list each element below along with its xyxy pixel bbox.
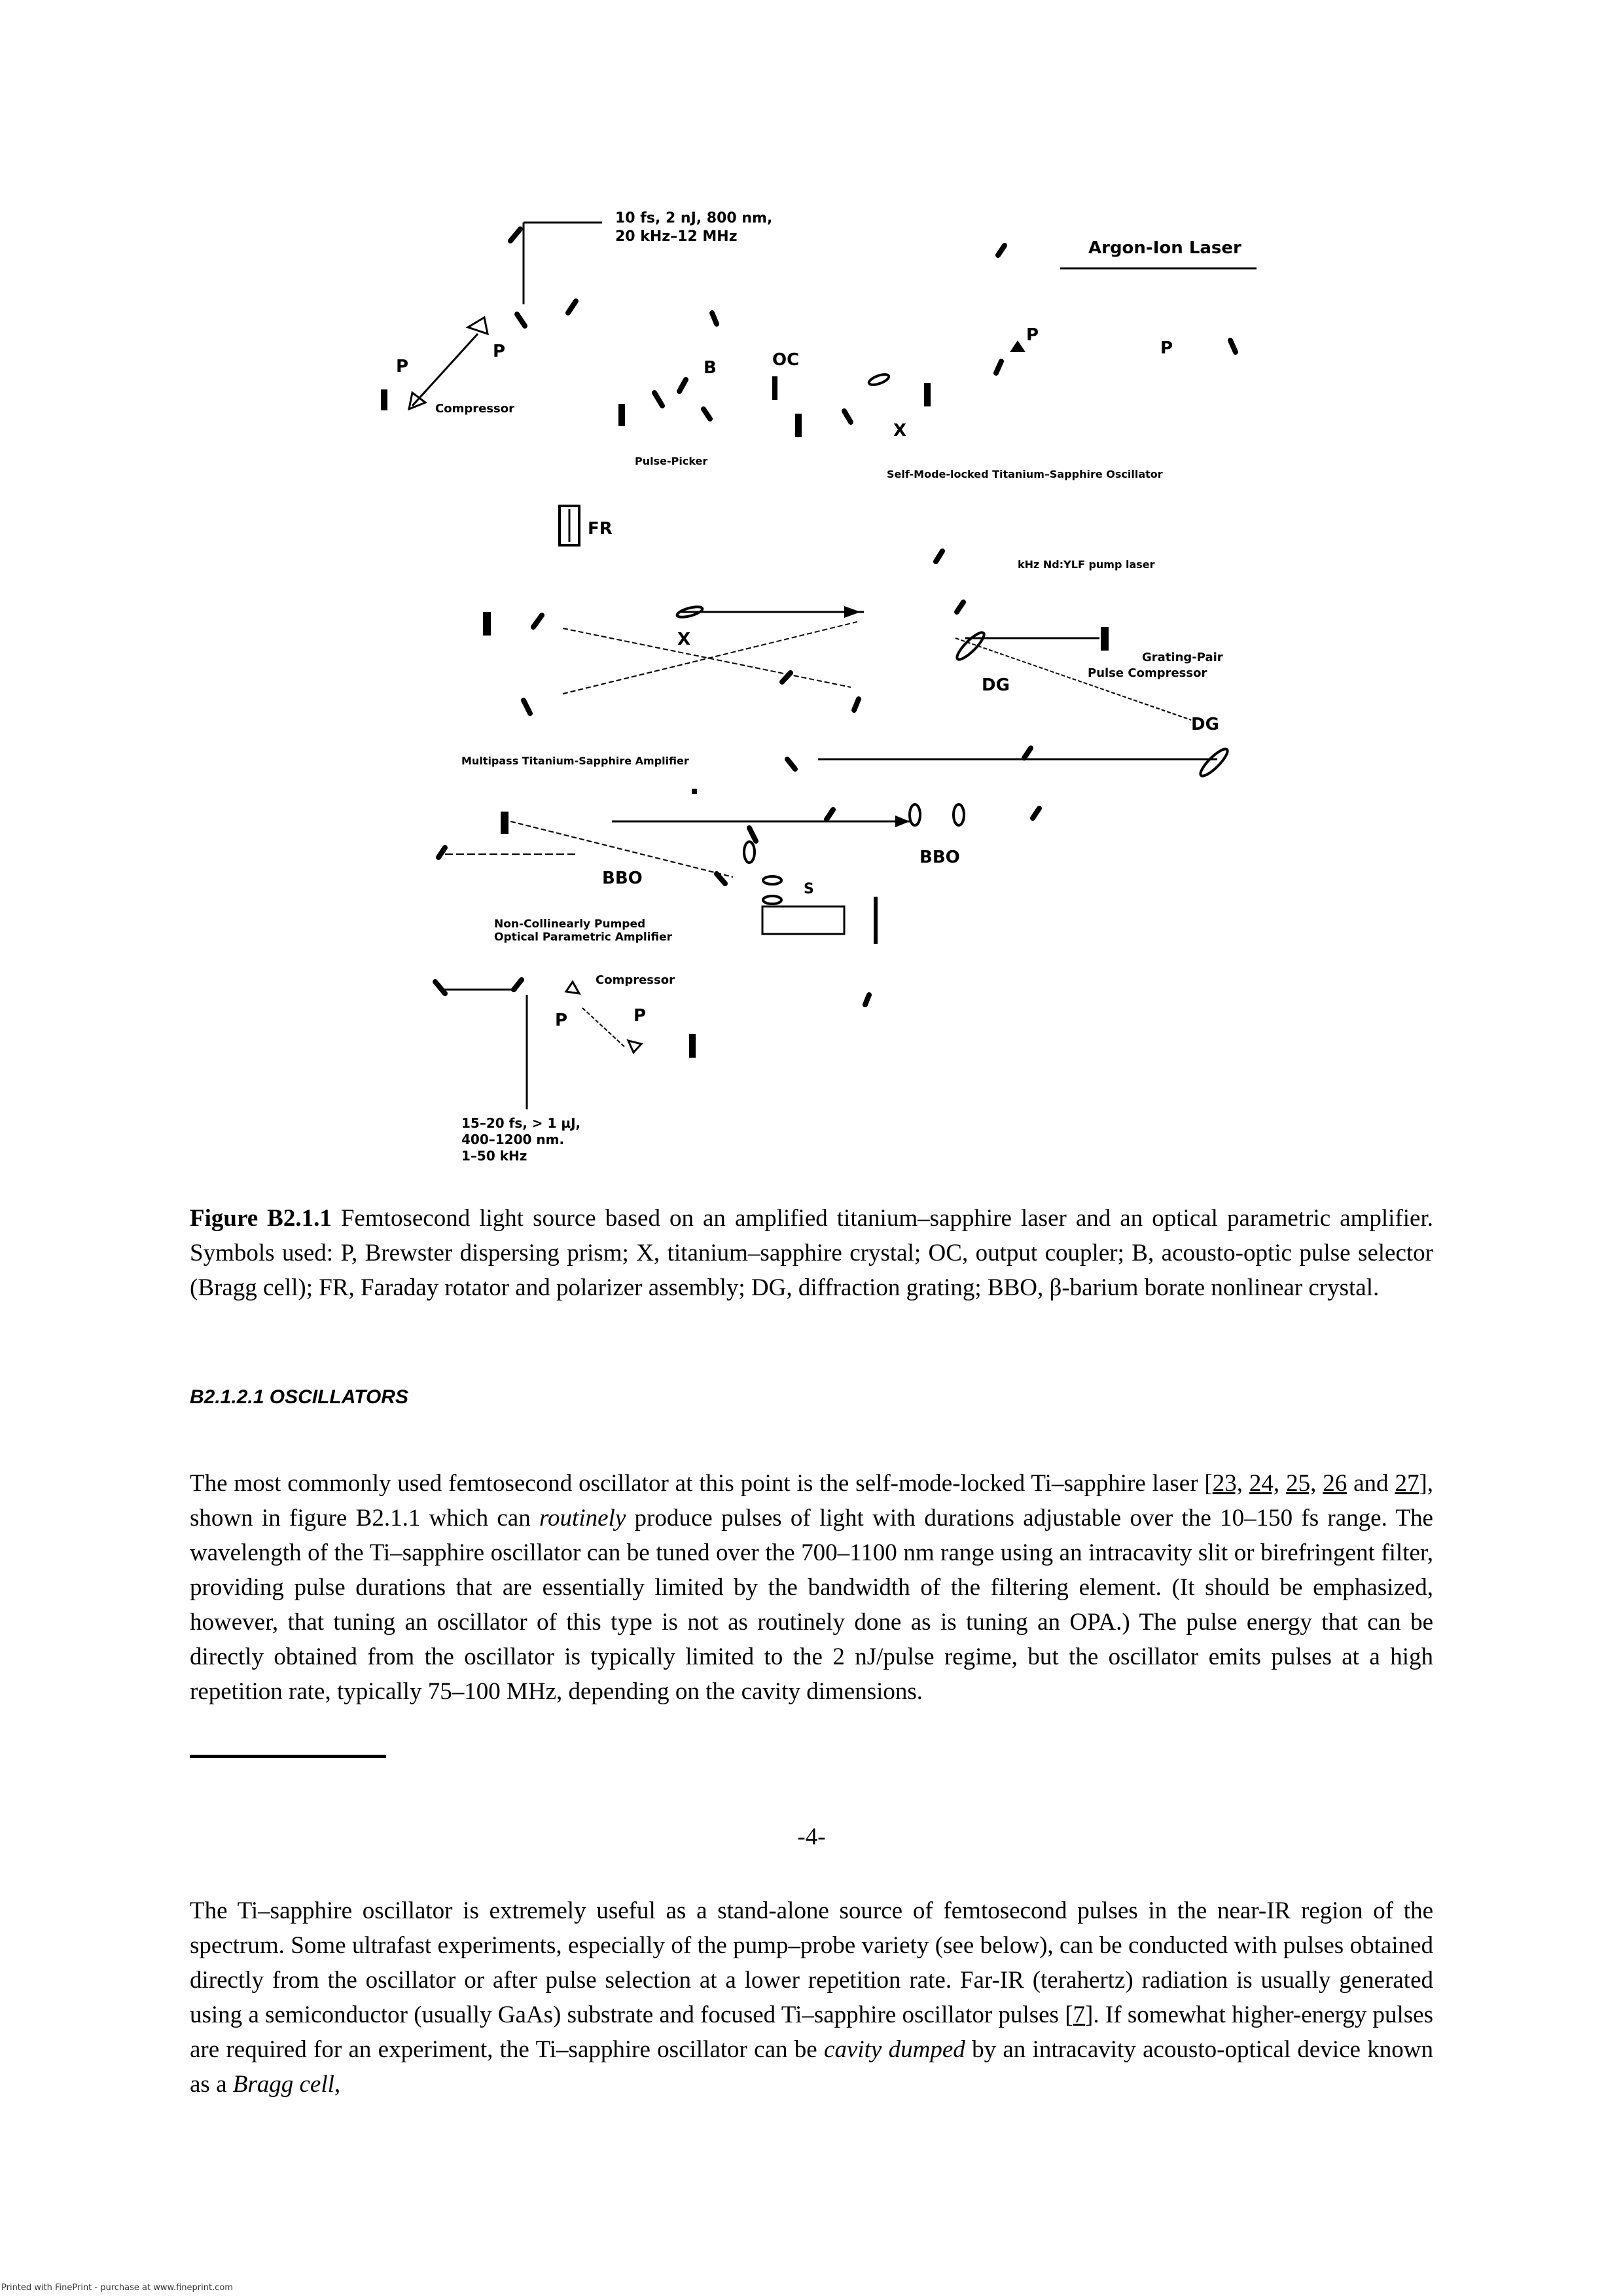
text xyxy=(1243,1470,1249,1497)
bragg-cell-label: B xyxy=(704,358,717,378)
text: ]. If somewhat higher-energy pulses are … xyxy=(190,2001,1433,2063)
emphasis: Bragg cell xyxy=(232,2071,334,2098)
prism-label: P xyxy=(396,357,408,376)
text: , xyxy=(334,2071,341,2098)
reference-link[interactable]: 23, xyxy=(1212,1470,1243,1497)
pulse-picker-label: Pulse-Picker xyxy=(635,455,707,467)
divider xyxy=(190,1755,386,1758)
bottom-output-label-3: 1–50 kHz xyxy=(461,1148,527,1164)
text: The Ti–sapphire oscillator is extremely … xyxy=(190,1897,1433,2028)
bottom-output-label-1: 15–20 fs, > 1 µJ, xyxy=(461,1115,580,1131)
top-output-label-1: 10 fs, 2 nJ, 800 nm, xyxy=(615,210,772,226)
text: and xyxy=(1347,1470,1395,1497)
text xyxy=(1316,1470,1323,1497)
grating-pair-label-2: Pulse Compressor xyxy=(1088,666,1207,680)
prism-label: P xyxy=(555,1011,567,1030)
sample-label: S xyxy=(804,881,814,897)
oscillator-label: Self-Mode-locked Titanium–Sapphire Oscil… xyxy=(887,468,1163,480)
prism-label: P xyxy=(1160,338,1173,358)
pump-laser-label: kHz Nd:YLF pump laser xyxy=(1018,558,1155,571)
reference-link[interactable]: 7 xyxy=(1073,2001,1086,2028)
page-number: -4- xyxy=(797,1823,826,1850)
grating-pair-label-1: Grating-Pair xyxy=(1142,651,1223,664)
grating-label: DG xyxy=(982,675,1010,695)
crystal-label: X xyxy=(677,630,690,649)
reference-link[interactable]: 24, xyxy=(1249,1470,1280,1497)
paragraph-ti-sapphire: The Ti–sapphire oscillator is extremely … xyxy=(190,1893,1433,2102)
nopa-label-1: Non-Collinearly Pumped xyxy=(494,918,645,931)
reference-link[interactable]: 27 xyxy=(1395,1470,1419,1497)
bottom-output-label-2: 400–1200 nm. xyxy=(461,1132,564,1147)
figure-caption: Figure B2.1.1 Femtosecond light source b… xyxy=(190,1201,1433,1305)
faraday-rotator-label: FR xyxy=(588,519,613,539)
print-footer: Printed with FinePrint - purchase at www… xyxy=(1,2283,233,2293)
laser-setup-diagram: 10 fs, 2 nJ, 800 nm, 20 kHz–12 MHz Argon… xyxy=(381,210,1257,1164)
output-coupler-label: OC xyxy=(772,350,799,370)
prism-label: P xyxy=(633,1006,646,1026)
text: ], shown in figure B2.1.1 which can xyxy=(190,1470,1434,1532)
caption-text: Femtosecond light source based on an amp… xyxy=(190,1205,1433,1301)
text: produce pulses of light with durations a… xyxy=(190,1505,1433,1705)
paragraph-oscillators: The most commonly used femtosecond oscil… xyxy=(190,1466,1433,1709)
top-output-label-2: 20 kHz–12 MHz xyxy=(615,228,738,245)
text: by an intracavity acousto-optical device… xyxy=(190,2036,1433,2098)
figure-label: Figure B2.1.1 xyxy=(190,1205,332,1232)
emphasis: routinely xyxy=(539,1505,626,1532)
text xyxy=(1279,1470,1286,1497)
bbo-label: BBO xyxy=(602,869,643,888)
amplifier-label: Multipass Titanium-Sapphire Amplifier xyxy=(461,755,689,767)
text: The most commonly used femtosecond oscil… xyxy=(190,1470,1213,1497)
reference-link[interactable]: 25, xyxy=(1286,1470,1317,1497)
argon-laser-label: Argon-Ion Laser xyxy=(1088,238,1241,258)
reference-link[interactable]: 26 xyxy=(1323,1470,1347,1497)
grating-label: DG xyxy=(1191,715,1219,734)
section-heading: B2.1.2.1 OSCILLATORS xyxy=(190,1386,408,1408)
crystal-label: X xyxy=(893,421,906,440)
emphasis: cavity dumped xyxy=(824,2036,965,2063)
prism-label: P xyxy=(493,342,505,361)
compressor-bottom-label: Compressor xyxy=(596,973,675,987)
prism-label: P xyxy=(1026,325,1039,345)
nopa-label-2: Optical Parametric Amplifier xyxy=(494,931,673,944)
bbo-label: BBO xyxy=(919,848,960,867)
compressor-top-label: Compressor xyxy=(435,402,514,416)
